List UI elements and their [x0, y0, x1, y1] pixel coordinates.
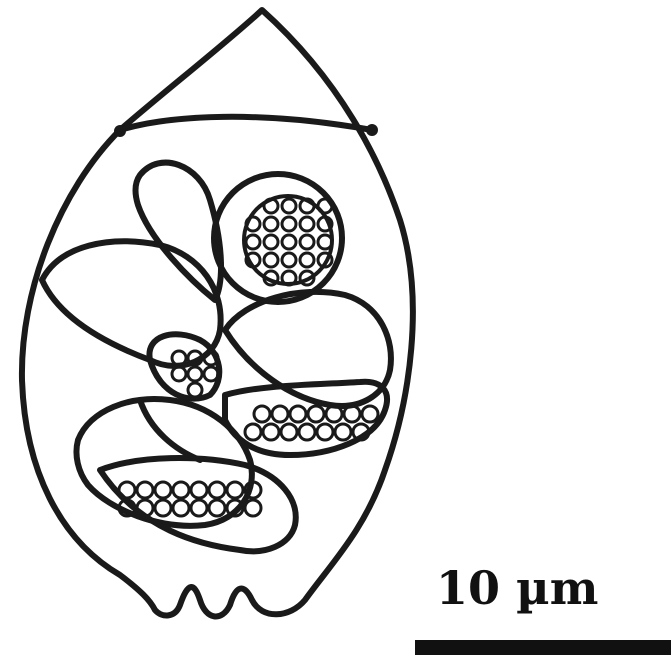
granule	[318, 199, 332, 213]
granule	[300, 217, 314, 231]
sporozoite-left	[42, 241, 221, 366]
granule	[173, 482, 189, 498]
granule	[246, 235, 260, 249]
granule	[318, 235, 332, 249]
cap-junction-left	[114, 125, 126, 137]
granule	[299, 424, 315, 440]
inner-curve	[140, 400, 200, 460]
granule	[204, 367, 218, 381]
granule	[209, 482, 225, 498]
granule	[344, 406, 360, 422]
granule	[282, 253, 296, 267]
granule	[188, 367, 202, 381]
granule	[317, 424, 333, 440]
granule	[290, 406, 306, 422]
granule	[209, 500, 225, 516]
cap-junction-right	[366, 124, 378, 136]
sporozoite-lower	[100, 458, 296, 551]
granule	[264, 235, 278, 249]
granule	[263, 424, 279, 440]
granule	[191, 500, 207, 516]
granule	[227, 482, 243, 498]
granule	[282, 235, 296, 249]
granule	[282, 199, 296, 213]
scale-bar	[415, 640, 671, 655]
granule	[300, 253, 314, 267]
granule	[173, 500, 189, 516]
granule	[137, 482, 153, 498]
granule	[119, 482, 135, 498]
granule	[272, 406, 288, 422]
granule	[282, 217, 296, 231]
granule	[155, 482, 171, 498]
granule	[245, 424, 261, 440]
granule	[300, 235, 314, 249]
polar-cap-line	[120, 117, 372, 130]
granule	[188, 383, 202, 397]
granule	[191, 482, 207, 498]
granule	[281, 424, 297, 440]
granule	[335, 424, 351, 440]
granules-right	[245, 406, 378, 440]
granule	[264, 217, 278, 231]
granule	[155, 500, 171, 516]
granule	[362, 406, 378, 422]
scale-bar-label: 10 µm	[436, 565, 598, 611]
spore-shell	[22, 10, 413, 616]
granule	[254, 406, 270, 422]
granule	[172, 367, 186, 381]
granule	[308, 406, 324, 422]
granule	[264, 253, 278, 267]
granule	[245, 500, 261, 516]
